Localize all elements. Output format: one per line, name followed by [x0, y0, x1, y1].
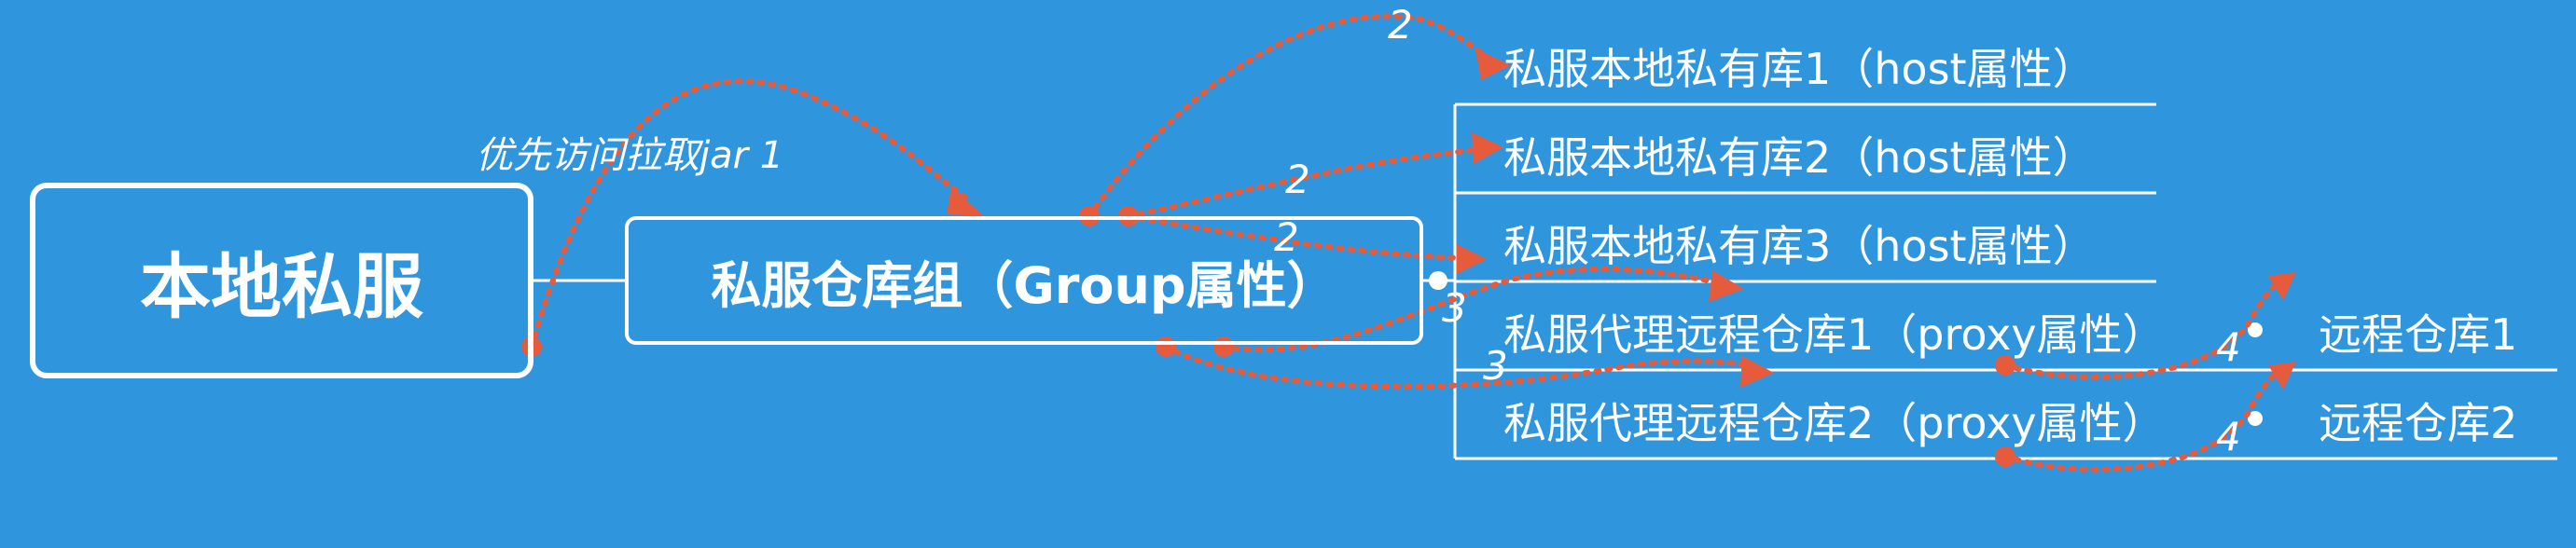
remote-connector-2 — [2248, 411, 2263, 426]
child-node-label: 私服本地私有库1（host属性） — [1503, 44, 2096, 94]
remote-node-2[interactable]: 远程仓库2 — [2319, 390, 2517, 451]
step-label-2c: 2 — [1274, 214, 1299, 260]
relation-2a-path — [1087, 13, 1500, 219]
remote-connector-1 — [2248, 322, 2263, 337]
relation-3b-path — [1163, 344, 1756, 390]
step-label-3b: 3 — [1483, 343, 1508, 389]
group-node-label: 私服仓库组（Group属性） — [711, 255, 1337, 315]
first-access-annotation: 优先访问拉取jar 1 — [476, 134, 784, 177]
child-node-4[interactable]: 私服代理远程仓库1（proxy属性） — [1503, 301, 2166, 363]
step-label-4b: 4 — [2216, 414, 2241, 459]
relation-4b-arrowhead — [2268, 362, 2296, 390]
relation-2b-arrowhead — [1472, 132, 1503, 164]
child-node-5[interactable]: 私服代理远程仓库2（proxy属性） — [1503, 390, 2166, 451]
child-node-2[interactable]: 私服本地私有库2（host属性） — [1503, 124, 2096, 185]
relation-1-arrowhead — [947, 186, 984, 216]
step-label-2a: 2 — [1388, 2, 1413, 48]
step-label-3a: 3 — [1442, 285, 1467, 331]
relation-3a-path — [1221, 266, 1726, 353]
child-node-label: 私服本地私有库2（host属性） — [1503, 132, 2096, 183]
relation-3a-arrowhead — [1709, 270, 1744, 302]
relation-4a-start — [1995, 355, 2015, 376]
relation-1-path — [529, 78, 973, 349]
step-label-2b: 2 — [1285, 157, 1310, 202]
remote-node-label: 远程仓库1 — [2319, 309, 2518, 360]
child-node-1[interactable]: 私服本地私有库1（host属性） — [1503, 35, 2096, 97]
group-node[interactable]: 私服仓库组（Group属性） — [625, 216, 1423, 345]
relation-2a-arrowhead — [1475, 48, 1511, 80]
relation-4b-start — [1995, 446, 2015, 467]
root-node-label: 本地私服 — [140, 245, 423, 328]
relation-3b-arrowhead — [1740, 356, 1774, 388]
collapse-toggle[interactable] — [1429, 271, 1447, 290]
step-label-4a: 4 — [2216, 324, 2241, 370]
root-node[interactable]: 本地私服 — [30, 183, 533, 378]
relation-2c-path — [1126, 213, 1467, 261]
relation-4a-path — [2002, 277, 2283, 380]
child-node-3[interactable]: 私服本地私有库3（host属性） — [1503, 212, 2096, 274]
relation-4b-path — [2002, 365, 2283, 473]
relation-2b-path — [1126, 146, 1486, 219]
child-node-label: 私服本地私有库3（host属性） — [1503, 221, 2096, 271]
relation-2c-arrowhead — [1457, 244, 1487, 274]
child-node-label: 私服代理远程仓库2（proxy属性） — [1503, 398, 2166, 448]
remote-node-1[interactable]: 远程仓库1 — [2319, 301, 2517, 363]
child-node-label: 私服代理远程仓库1（proxy属性） — [1503, 309, 2166, 360]
remote-node-label: 远程仓库2 — [2319, 398, 2518, 448]
relation-4a-arrowhead — [2268, 272, 2296, 300]
